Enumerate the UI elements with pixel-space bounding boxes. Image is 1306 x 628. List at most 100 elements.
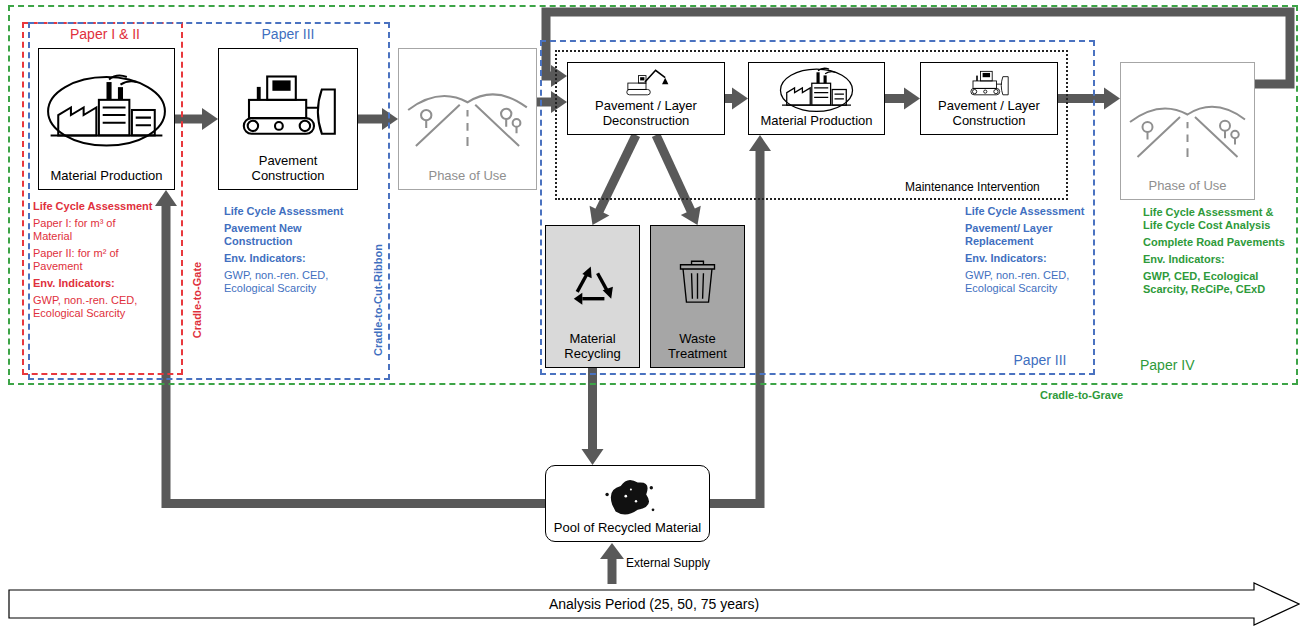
drawing-part bbox=[51, 76, 163, 136]
scope-label: Cradle-to-Gate bbox=[190, 245, 204, 355]
arrow-head bbox=[155, 190, 177, 206]
region-text: GWP, non.-ren. CED, Ecological Scarcity bbox=[224, 269, 364, 295]
drawing-part bbox=[582, 266, 591, 278]
bin-icon bbox=[655, 229, 740, 331]
scope-region: Life Cycle AssessmentPavement/ Layer Rep… bbox=[540, 40, 1095, 375]
drawing-part bbox=[9, 583, 1299, 625]
scope-region: Life Cycle Assessment & Life Cycle Cost … bbox=[8, 5, 1298, 385]
drawing-part bbox=[244, 118, 314, 134]
region-text: Env. Indicators: bbox=[33, 277, 153, 290]
drawing-part bbox=[501, 109, 511, 119]
drawing-part bbox=[817, 72, 820, 83]
region-text: Maintenance Intervention bbox=[905, 180, 1060, 194]
timeline-label: Analysis Period (25, 50, 75 years) bbox=[549, 596, 759, 612]
region-text: Pavement/ Layer Replacement bbox=[965, 222, 1090, 248]
drawing-part bbox=[640, 77, 644, 80]
region-text: Life Cycle Assessment bbox=[33, 200, 153, 213]
drawing-part bbox=[627, 89, 650, 94]
process-box: Material Production bbox=[38, 48, 175, 190]
region-text: Paper I: for m³ of Material bbox=[33, 217, 153, 243]
drawing-part bbox=[662, 78, 668, 84]
box-label: Material Production bbox=[761, 113, 873, 128]
drawing-part bbox=[652, 508, 655, 511]
flow-arrow bbox=[725, 88, 748, 110]
region-text: Env. Indicators: bbox=[965, 252, 1090, 265]
drawing-part bbox=[118, 87, 123, 100]
drawing-part bbox=[832, 90, 846, 106]
region-text: Life Cycle Assessment bbox=[224, 205, 364, 218]
drawing-part bbox=[408, 94, 527, 146]
region-text: Env. Indicators: bbox=[224, 252, 364, 265]
road-icon bbox=[1125, 66, 1250, 178]
drawing-part bbox=[630, 488, 632, 490]
drawing-part bbox=[683, 269, 712, 302]
arrow-head bbox=[1104, 88, 1120, 110]
arrow-shaft bbox=[599, 135, 636, 212]
flow-arrow bbox=[582, 368, 604, 465]
region-text: Paper III bbox=[233, 26, 343, 43]
box-label: Pavement / Layer Deconstruction bbox=[572, 98, 720, 128]
arrow-shaft bbox=[656, 135, 692, 212]
region-text: Cradle-to-Grave bbox=[1040, 389, 1170, 402]
drawing-part bbox=[513, 119, 521, 127]
drawing-part bbox=[980, 71, 992, 81]
arrow-head bbox=[732, 88, 748, 110]
drawing-part bbox=[574, 293, 583, 305]
drawing-part bbox=[306, 90, 335, 134]
region-text: Paper II: for m² of Pavement bbox=[33, 247, 153, 273]
process-box: Pavement Construction bbox=[218, 48, 358, 190]
drawing-part bbox=[58, 107, 96, 135]
region-text: Paper III bbox=[990, 352, 1090, 369]
region-text: Complete Road Pavements bbox=[1143, 236, 1293, 249]
flow-arrow bbox=[885, 88, 920, 110]
drawing-part bbox=[780, 69, 852, 111]
arrow-head bbox=[681, 206, 701, 225]
arrow-shaft bbox=[885, 94, 906, 103]
box-label: Material Recycling bbox=[550, 331, 635, 361]
process-box: Phase of Use bbox=[398, 48, 537, 190]
flow-arrow bbox=[155, 190, 545, 504]
drawing-part bbox=[984, 90, 987, 93]
drawing-part bbox=[976, 76, 978, 81]
drawing-part bbox=[272, 80, 290, 90]
drawing-part bbox=[1148, 131, 1236, 145]
drawing-part bbox=[972, 89, 976, 93]
drawing-part bbox=[611, 480, 649, 515]
drawing-part bbox=[645, 70, 665, 82]
drawing-part bbox=[267, 77, 296, 100]
drawing-part bbox=[99, 100, 129, 136]
factory-icon bbox=[753, 66, 880, 113]
dozer-icon bbox=[925, 66, 1053, 98]
box-label: Pool of Recycled Material bbox=[554, 520, 701, 535]
box-label: Phase of Use bbox=[1148, 178, 1226, 193]
pool-icon bbox=[550, 469, 705, 520]
arrow-head bbox=[202, 108, 218, 130]
arrow-shaft bbox=[608, 556, 617, 584]
drawing-part bbox=[275, 122, 283, 130]
drawing-part bbox=[996, 77, 1008, 95]
drawing-part bbox=[983, 73, 990, 77]
arrow-head bbox=[904, 88, 920, 110]
timeline-arrow: Analysis Period (25, 50, 75 years) bbox=[8, 582, 1300, 626]
arrow-shaft bbox=[175, 115, 204, 124]
process-box: Pool of Recycled Material bbox=[545, 465, 710, 542]
drawing-part bbox=[132, 110, 155, 135]
process-box: Waste Treatment bbox=[650, 225, 745, 368]
drawing-part bbox=[249, 100, 306, 118]
drawing-part bbox=[971, 88, 1000, 94]
scope-label: Cradle-to-Cut-Ribbon bbox=[371, 230, 385, 370]
drawing-part bbox=[248, 121, 258, 131]
region-text: GWP, non.-ren. CED, Ecological Scarcity bbox=[965, 269, 1090, 295]
drawing-part bbox=[681, 261, 715, 269]
drawing-part bbox=[426, 119, 516, 133]
drawing-part bbox=[973, 81, 996, 88]
arrow-shaft bbox=[166, 204, 545, 504]
region-text: GWP, non.-ren. CED, Ecological Scarcity bbox=[33, 294, 153, 320]
recycle-icon bbox=[550, 229, 635, 331]
arrow-shaft bbox=[1058, 94, 1106, 103]
box-label: Pavement / Layer Construction bbox=[925, 98, 1053, 128]
drawing-part bbox=[994, 89, 998, 93]
drawing-part bbox=[107, 82, 112, 100]
drawing-part bbox=[1231, 131, 1239, 139]
region-text: GWP, CED, Ecological Scarcity, ReCiPe, C… bbox=[1143, 270, 1293, 296]
